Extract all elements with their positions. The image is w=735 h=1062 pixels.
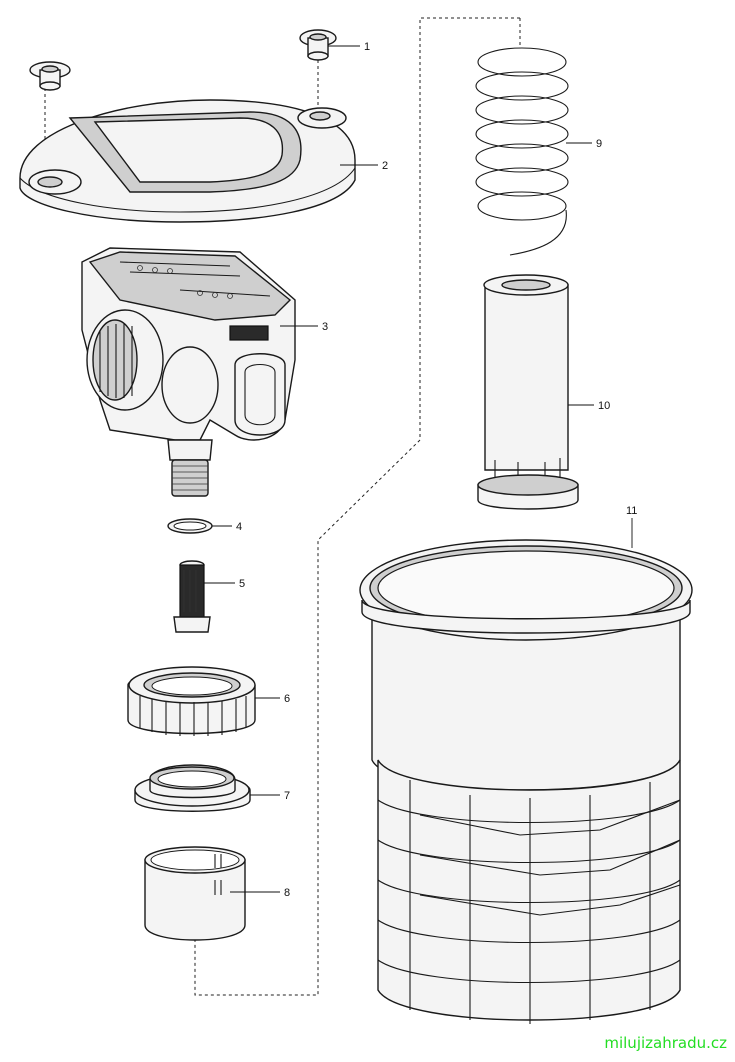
part-number-5: 5 bbox=[239, 578, 245, 590]
part-number-1: 1 bbox=[364, 41, 370, 53]
part-number-6: 6 bbox=[284, 693, 290, 705]
part-number-2: 2 bbox=[382, 160, 388, 172]
part-number-4: 4 bbox=[236, 521, 242, 533]
adapter-ring-icon bbox=[134, 764, 251, 812]
screw-cap-icon bbox=[29, 29, 337, 91]
part-number-11: 11 bbox=[626, 505, 637, 517]
part-number-3: 3 bbox=[322, 321, 328, 333]
filter-tube-icon bbox=[477, 274, 579, 510]
pump-head-icon bbox=[81, 247, 296, 497]
part-number-10: 10 bbox=[598, 400, 610, 412]
part-number-9: 9 bbox=[596, 138, 602, 150]
part-number-7: 7 bbox=[284, 790, 290, 802]
sleeve-icon bbox=[144, 846, 246, 941]
lid-icon bbox=[19, 99, 356, 223]
o-ring-icon bbox=[167, 518, 213, 534]
part-number-8: 8 bbox=[284, 887, 290, 899]
leader-lines bbox=[204, 45, 633, 893]
union-nut-icon bbox=[127, 666, 256, 736]
filter-housing-icon bbox=[359, 539, 693, 1024]
watermark: milujizahradu.cz bbox=[604, 1034, 727, 1052]
assembly-guide-lines bbox=[44, 17, 521, 996]
spring-icon bbox=[475, 47, 569, 256]
inlet-filter-icon bbox=[173, 560, 211, 633]
part-numbers: 1 2 3 4 5 6 7 8 9 10 11 bbox=[236, 41, 637, 899]
